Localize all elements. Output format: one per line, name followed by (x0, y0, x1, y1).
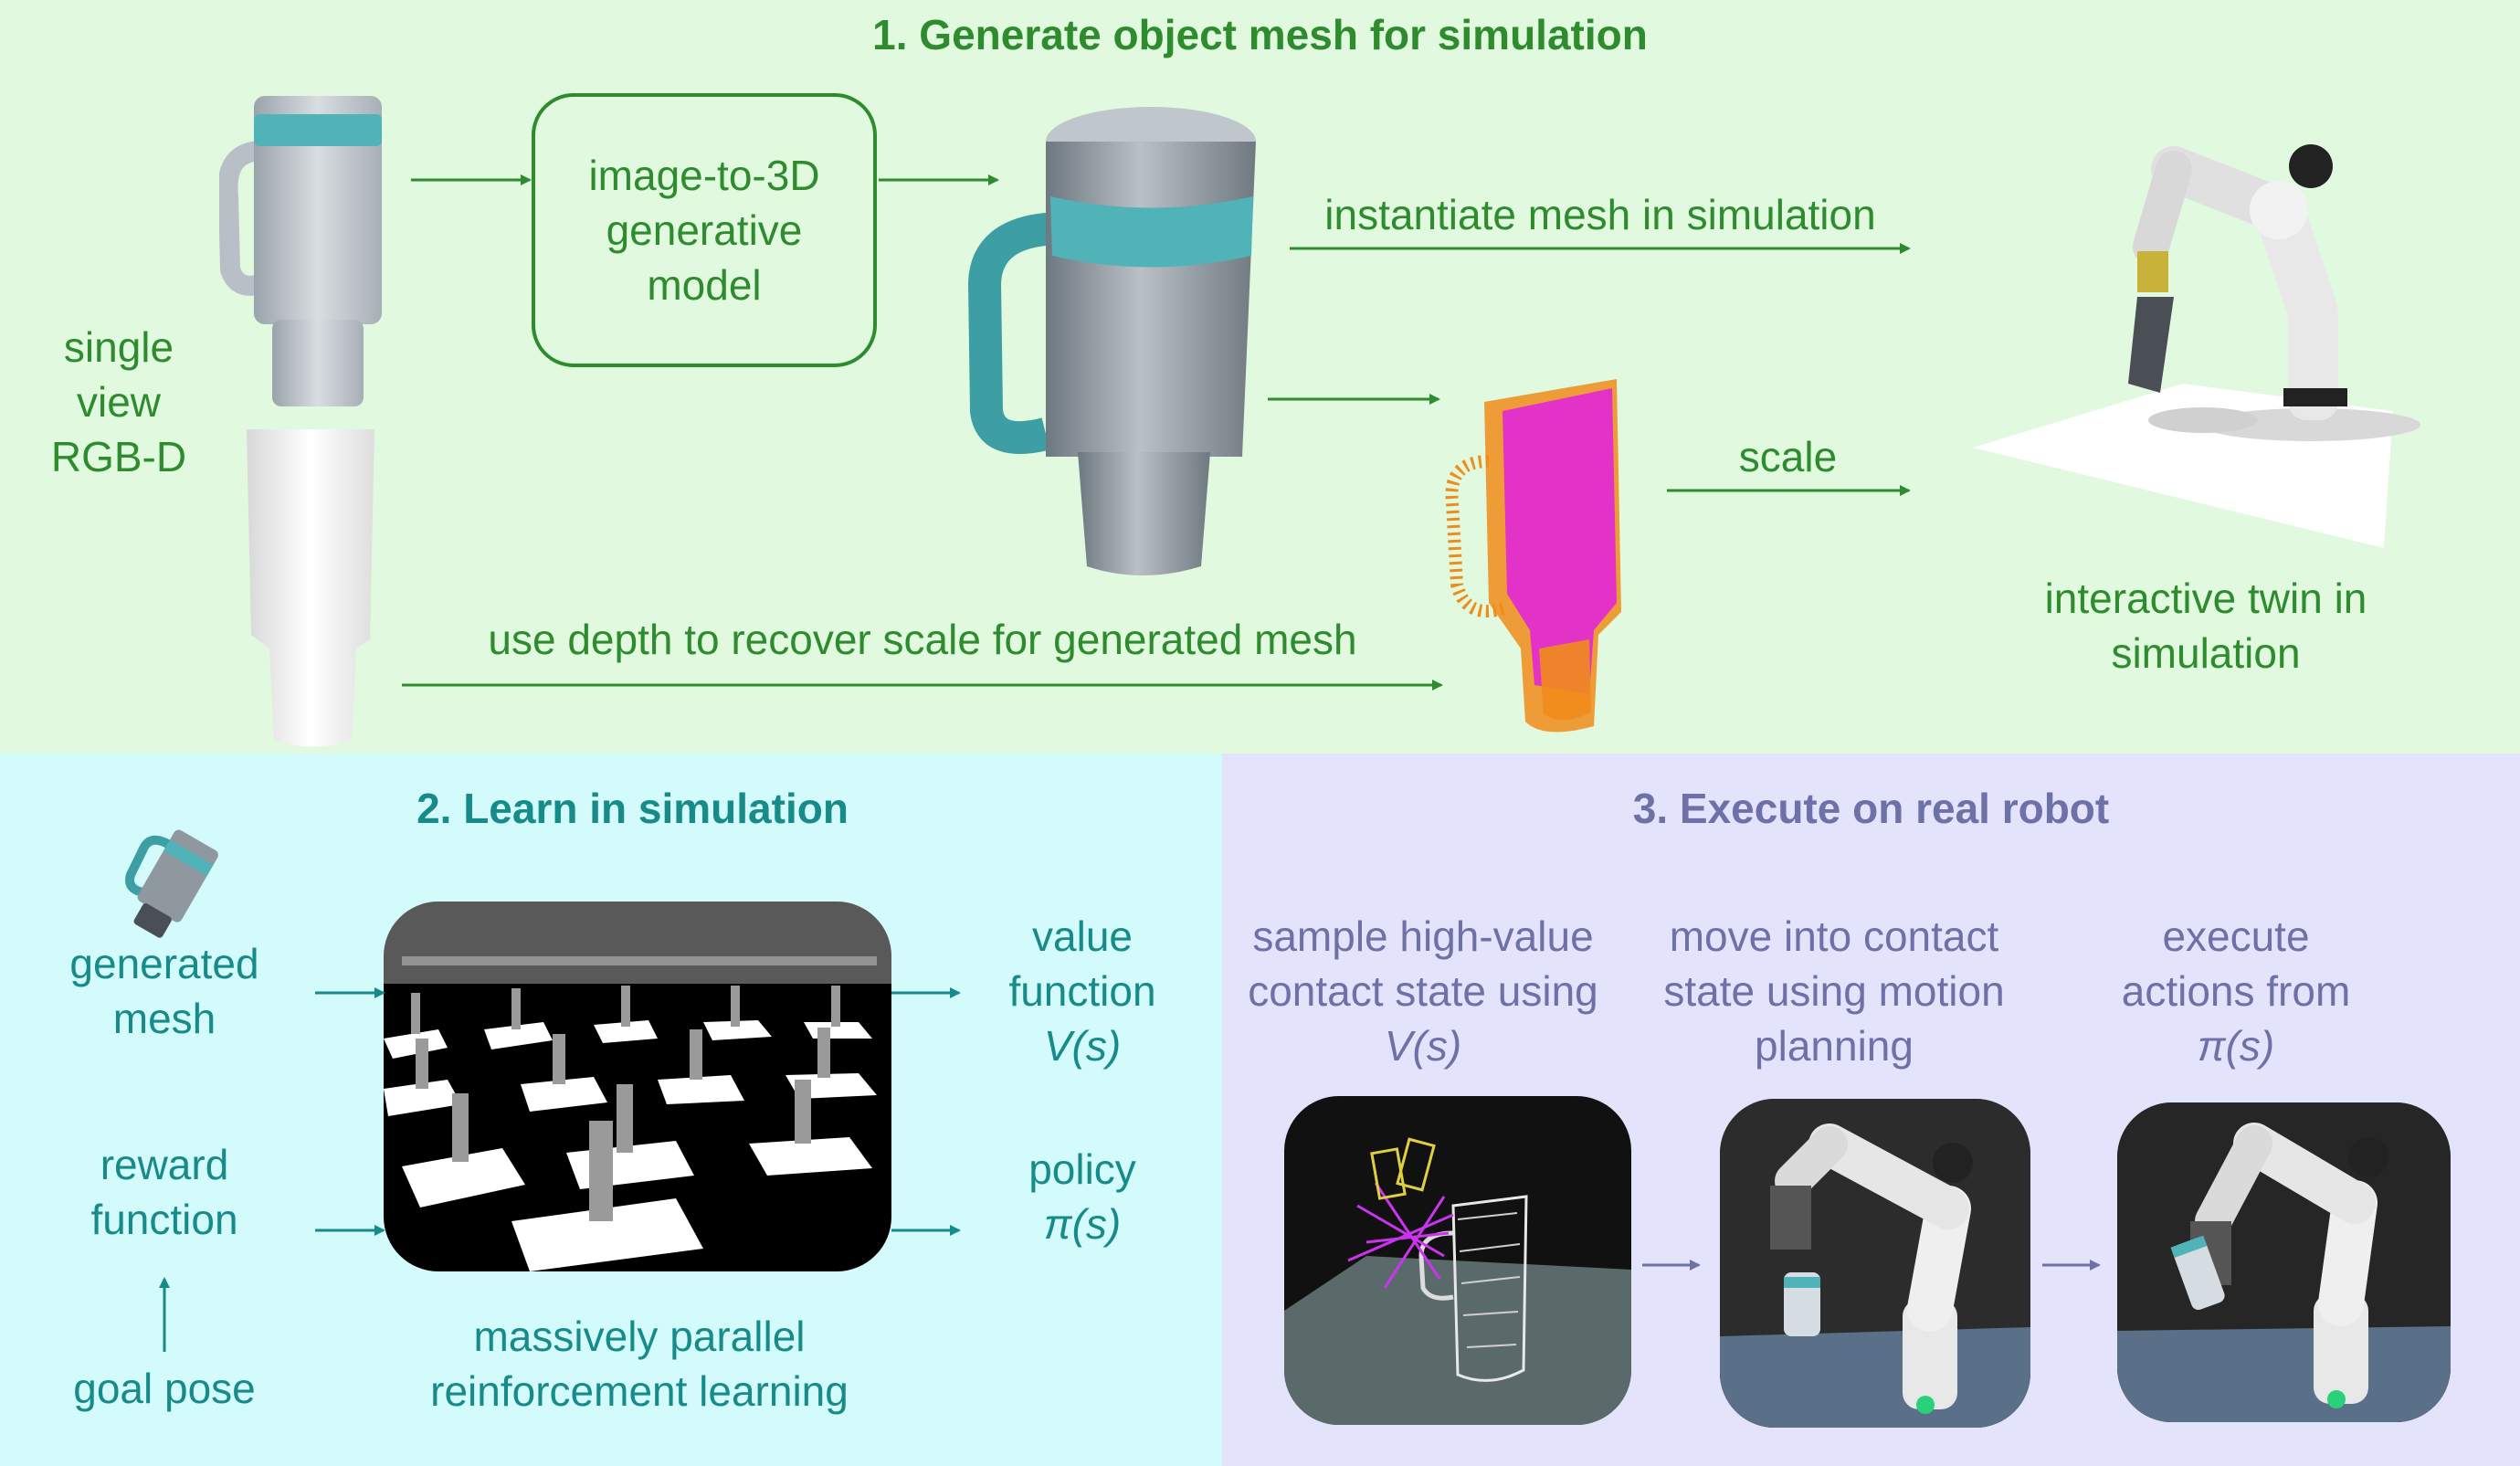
depth-scale-label: use depth to recover scale for generated… (488, 616, 1357, 663)
input-label-line2: view (76, 378, 162, 426)
scale-label: scale (1738, 433, 1838, 480)
section2-title: 2. Learn in simulation (416, 785, 849, 832)
robot-execution-photo (2117, 1102, 2451, 1422)
step3-line1: execute (2162, 912, 2310, 960)
value-label-line1: value (1032, 912, 1133, 960)
section-generate-mesh: 1. Generate object mesh for simulation s… (0, 0, 2520, 754)
twin-label-line2: simulation (2111, 629, 2301, 677)
section-learn-in-simulation: 2. Learn in simulation generated mesh re… (0, 754, 1222, 1466)
reward-label-line1: reward (100, 1141, 229, 1188)
reward-function-label: reward function (55, 1137, 274, 1247)
point-cloud-image (1445, 379, 1621, 733)
goal-pose-label: goal pose (73, 1365, 256, 1412)
mesh-label-line2: mesh (112, 995, 216, 1042)
section3-arrows (1642, 1260, 2101, 1271)
section-execute-real-robot: 3. Execute on real robot sample high-val… (1222, 754, 2520, 1466)
section1-arrows (402, 174, 1911, 691)
model-box-line3: model (647, 261, 762, 309)
step1-label: sample high-value contact state using V(… (1222, 909, 1624, 1073)
input-label-line3: RGB-D (50, 433, 187, 480)
step2-line3: planning (1755, 1022, 1914, 1070)
generated-mesh-image (968, 107, 1256, 575)
section3-title: 3. Execute on real robot (1632, 785, 2110, 832)
value-function-label: value function V(s) (959, 909, 1206, 1073)
input-label: single view RGB-D (27, 320, 210, 484)
step3-label: execute actions from π(s) (2044, 909, 2428, 1073)
contact-sampling-image (1284, 1096, 1631, 1425)
step3-line2: actions from (2121, 967, 2351, 1015)
section2-arrows (159, 987, 961, 1352)
mesh-label-line1: generated (69, 940, 259, 987)
step2-line1: move into contact (1669, 912, 1999, 960)
rl-label-line1: massively parallel (473, 1313, 806, 1360)
step2-line2: state using motion (1663, 967, 2005, 1015)
step1-line3: V(s) (1384, 1022, 1462, 1070)
section1-title: 1. Generate object mesh for simulation (872, 11, 1648, 58)
robot-approach-photo (1720, 1099, 2030, 1428)
generated-mesh-label: generated mesh (55, 936, 274, 1046)
value-label-line3: V(s) (1043, 1022, 1122, 1070)
depth-image (247, 429, 374, 747)
step1-line1: sample high-value (1252, 912, 1594, 960)
twin-label: interactive twin in simulation (2009, 571, 2402, 680)
model-box-line1: image-to-3D (588, 152, 820, 199)
value-label-line2: function (1008, 967, 1156, 1015)
twin-label-line1: interactive twin in (2044, 575, 2367, 622)
instantiate-label: instantiate mesh in simulation (1324, 191, 1876, 238)
policy-label-line2: π(s) (1043, 1200, 1122, 1248)
rl-label-line2: reinforcement learning (430, 1367, 849, 1415)
step2-label: move into contact state using motion pla… (1624, 909, 2044, 1073)
reward-label-line2: function (90, 1196, 238, 1243)
step3-line3: π(s) (2197, 1022, 2275, 1070)
simulated-robot-image (1973, 144, 2420, 548)
policy-label-line1: policy (1028, 1145, 1136, 1193)
rl-label: massively parallel reinforcement learnin… (347, 1309, 932, 1419)
model-box-line2: generative (606, 206, 803, 254)
step1-line2: contact state using (1248, 967, 1598, 1015)
input-label-line1: single (63, 323, 174, 371)
rgb-mug-image (219, 96, 382, 406)
generated-mesh-icon (125, 829, 218, 938)
policy-label: policy π(s) (959, 1142, 1206, 1251)
generative-model-box: image-to-3D generative model (532, 93, 877, 367)
parallel-simulation-image (384, 902, 891, 1271)
